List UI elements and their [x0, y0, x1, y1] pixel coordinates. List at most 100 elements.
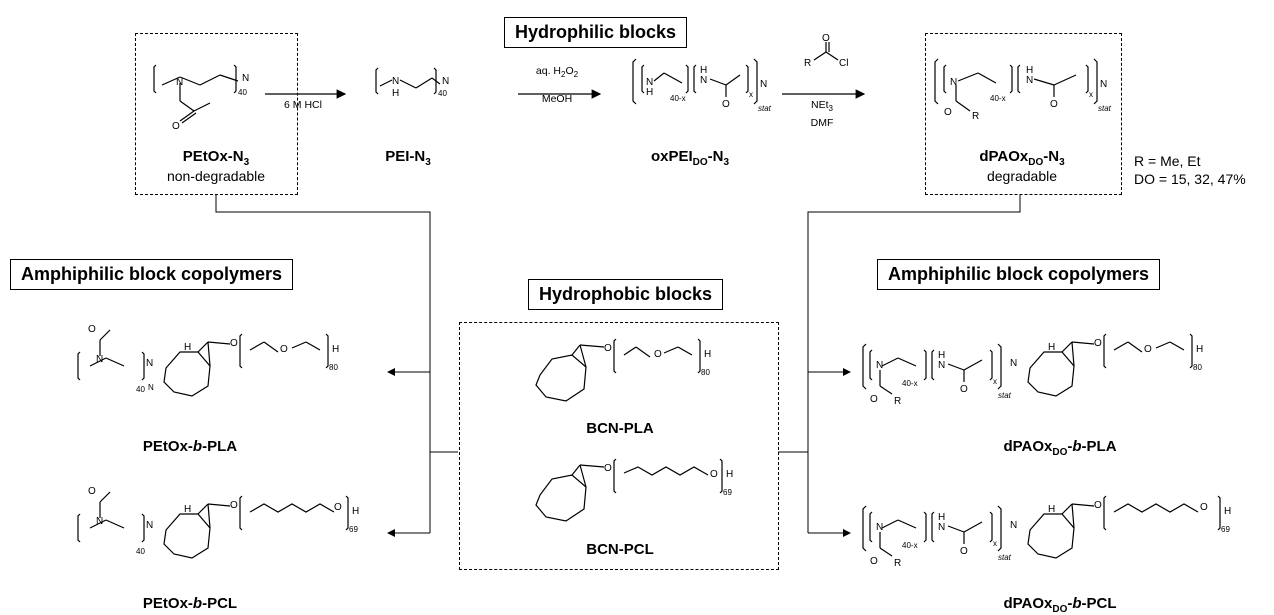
bcn-pcl-structure: O O 69 H	[535, 458, 733, 522]
petox-n3-note: non-degradable	[166, 168, 266, 184]
petox-dashed-box	[135, 33, 298, 195]
amphiphilic-right-header: Amphiphilic block copolymers	[877, 259, 1161, 290]
svg-text:O: O	[230, 500, 238, 511]
svg-text:O: O	[1094, 500, 1102, 511]
svg-text:O: O	[1050, 99, 1058, 110]
svg-text:N: N	[242, 73, 249, 84]
svg-text:N: N	[1026, 75, 1033, 86]
svg-text:x: x	[1089, 90, 1093, 99]
dpaox-n3-name: dPAOxDO-N3	[979, 148, 1065, 168]
svg-text:H: H	[700, 65, 707, 76]
petox-pcl-structure: O N N 40 H O O 69 H	[77, 486, 359, 559]
condition-step2: aq. H2O2 MeOH	[535, 65, 579, 106]
svg-text:N: N	[876, 360, 883, 371]
svg-text:H: H	[332, 344, 339, 355]
svg-text:O: O	[654, 349, 662, 360]
svg-text:N: N	[96, 516, 103, 527]
svg-text:40: 40	[136, 547, 145, 556]
bcn-pla-structure: O O 80 H	[535, 338, 711, 402]
svg-text:O: O	[960, 546, 968, 557]
svg-text:R: R	[894, 558, 901, 569]
svg-text:O: O	[280, 344, 288, 355]
svg-text:O: O	[1094, 338, 1102, 349]
svg-text:N: N	[96, 354, 103, 365]
svg-text:N: N	[876, 522, 883, 533]
svg-text:O: O	[172, 121, 180, 132]
petox-structure: N O 40 N	[153, 64, 249, 132]
svg-text:O: O	[722, 99, 730, 110]
svg-text:R: R	[894, 396, 901, 407]
svg-text:O: O	[230, 338, 238, 349]
petox-pla-structure: O N N N 40 H O O 80 H	[77, 324, 339, 397]
svg-text:O: O	[604, 343, 612, 354]
svg-text:R: R	[804, 58, 811, 69]
svg-text:O: O	[604, 463, 612, 474]
svg-text:40-x: 40-x	[670, 94, 686, 103]
svg-text:H: H	[646, 87, 653, 98]
svg-text:N: N	[392, 76, 399, 87]
svg-text:N: N	[176, 77, 183, 88]
svg-text:H: H	[184, 504, 191, 515]
dpaox-n3-note: degradable	[986, 168, 1058, 184]
svg-text:N: N	[1010, 520, 1017, 531]
svg-text:O: O	[960, 384, 968, 395]
svg-text:O: O	[944, 107, 952, 118]
pei-n3-name: PEI-N3	[385, 148, 431, 168]
svg-text:N: N	[646, 77, 653, 88]
svg-text:stat: stat	[998, 553, 1012, 562]
svg-text:H: H	[938, 350, 945, 361]
svg-text:40-x: 40-x	[902, 541, 918, 550]
svg-text:O: O	[1144, 344, 1152, 355]
svg-text:stat: stat	[1098, 104, 1112, 113]
svg-text:H: H	[726, 469, 733, 480]
bcn-pla-name: BCN-PLA	[586, 420, 654, 437]
svg-text:N: N	[760, 79, 767, 90]
svg-text:O: O	[88, 324, 96, 335]
svg-text:stat: stat	[758, 104, 772, 113]
svg-text:H: H	[1224, 506, 1231, 517]
svg-text:O: O	[870, 556, 878, 567]
hydrophobic-dashed-box	[459, 322, 779, 570]
hydrophilic-header: Hydrophilic blocks	[504, 17, 688, 48]
dpaox-pcl-structure: N O R H N O 40-x x stat N H O O 69 H	[862, 495, 1231, 569]
svg-text:stat: stat	[998, 391, 1012, 400]
svg-text:O: O	[88, 486, 96, 497]
svg-text:N: N	[938, 522, 945, 533]
svg-text:40-x: 40-x	[902, 379, 918, 388]
svg-text:N: N	[146, 358, 153, 369]
svg-text:N: N	[1100, 79, 1107, 90]
svg-text:80: 80	[701, 368, 710, 377]
svg-text:40: 40	[438, 89, 447, 98]
dpaox-pla-structure: N O R H N O 40-x x stat N H O O 80 H	[862, 333, 1203, 407]
svg-text:H: H	[1196, 344, 1203, 355]
svg-text:40: 40	[136, 385, 145, 394]
svg-text:H: H	[1026, 65, 1033, 76]
svg-text:x: x	[993, 377, 997, 386]
acyl-chloride-structure: O R Cl	[804, 34, 848, 69]
oxpei-structure: N H H N O 40-x x stat N	[632, 58, 772, 113]
svg-text:N: N	[442, 76, 449, 87]
svg-text:40-x: 40-x	[990, 94, 1006, 103]
svg-text:O: O	[822, 34, 830, 44]
svg-text:40: 40	[238, 88, 247, 97]
svg-text:Cl: Cl	[839, 58, 848, 69]
svg-text:69: 69	[1221, 525, 1230, 534]
svg-text:O: O	[1200, 502, 1208, 513]
bcn-pcl-name: BCN-PCL	[586, 541, 654, 558]
dpaox-b-pcl-name: dPAOxDO-b-PCL	[1003, 595, 1117, 615]
svg-text:N: N	[148, 383, 154, 392]
svg-text:O: O	[334, 502, 342, 513]
svg-text:N: N	[146, 520, 153, 531]
svg-text:N: N	[1010, 358, 1017, 369]
svg-text:H: H	[704, 349, 711, 360]
dpaox-structure: N O R H N O 40-x x stat N	[934, 58, 1112, 122]
svg-text:x: x	[993, 539, 997, 548]
svg-text:H: H	[184, 342, 191, 353]
svg-text:H: H	[938, 512, 945, 523]
svg-text:x: x	[749, 90, 753, 99]
svg-text:R: R	[972, 111, 979, 122]
condition-step1: 6 M HCl	[284, 99, 322, 111]
svg-text:H: H	[1048, 342, 1055, 353]
svg-text:O: O	[870, 394, 878, 405]
svg-text:80: 80	[1193, 363, 1202, 372]
